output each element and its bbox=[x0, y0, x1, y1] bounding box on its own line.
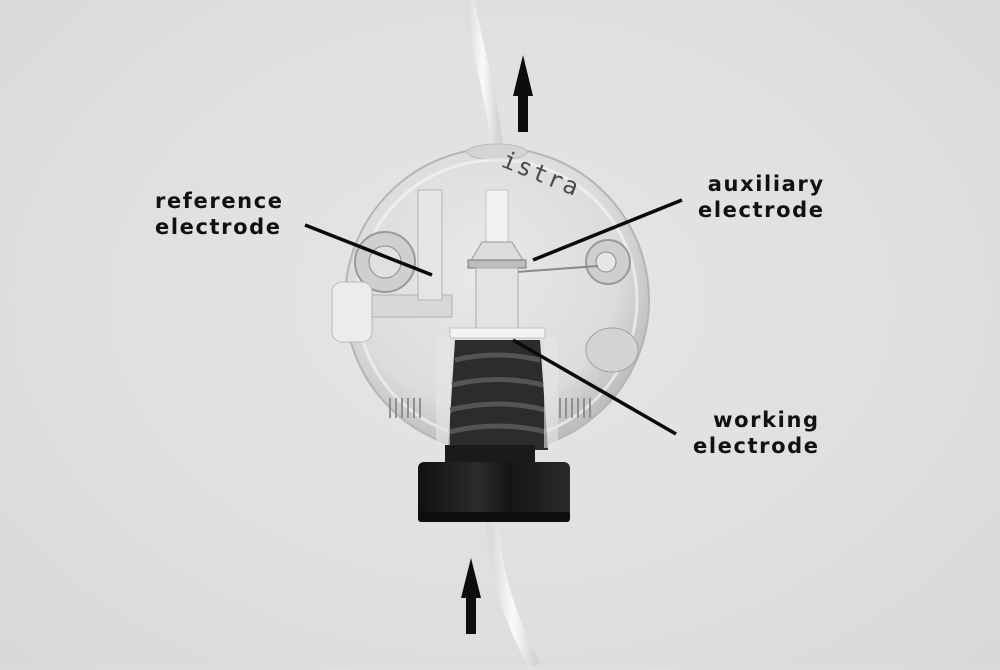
working-leader-line bbox=[512, 338, 677, 436]
label-line: reference bbox=[155, 189, 284, 213]
working-electrode-body bbox=[448, 340, 548, 450]
label-line: working bbox=[713, 408, 820, 432]
reference-leader-line bbox=[304, 223, 433, 277]
working-electrode-label: working electrode bbox=[693, 407, 820, 459]
auxiliary-electrode-label: auxiliary electrode bbox=[698, 171, 825, 223]
label-line: auxiliary bbox=[707, 172, 825, 196]
arrow-up-bottom-icon bbox=[461, 558, 481, 634]
label-line: electrode bbox=[693, 434, 820, 458]
label-line: electrode bbox=[155, 215, 282, 239]
reference-electrode-label: reference electrode bbox=[155, 188, 284, 240]
outlet-tube bbox=[462, 0, 504, 151]
knob bbox=[418, 462, 570, 522]
inlet-tube bbox=[485, 519, 541, 670]
auxiliary-leader-line bbox=[532, 198, 683, 262]
label-line: electrode bbox=[698, 198, 825, 222]
arrow-up-top-icon bbox=[513, 55, 533, 132]
